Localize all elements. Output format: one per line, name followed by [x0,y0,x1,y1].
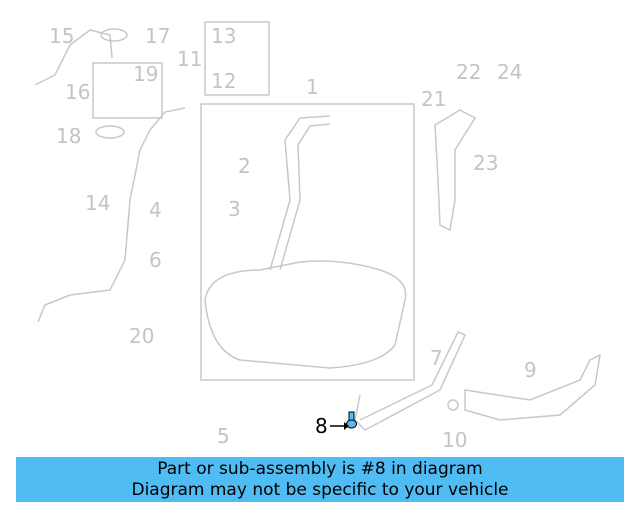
banner-line-2: Diagram may not be specific to your vehi… [131,480,509,500]
callout-12[interactable]: 12 [211,69,236,93]
callout-24[interactable]: 24 [497,60,522,84]
callout-17[interactable]: 17 [145,24,170,48]
callout-15[interactable]: 15 [49,24,74,48]
callout-3[interactable]: 3 [228,197,241,221]
callout-4[interactable]: 4 [149,198,162,222]
line-15-drawing [34,29,113,86]
callout-21[interactable]: 21 [421,87,446,111]
pump-box-16 [92,62,163,119]
shield-22-drawing [434,109,477,232]
info-banner: Part or sub-assembly is #8 in diagram Di… [16,457,624,502]
callout-8[interactable]: 8 [315,414,328,438]
callout-11[interactable]: 11 [177,47,202,71]
tank-outline-box [200,103,415,381]
callout-23[interactable]: 23 [473,151,498,175]
banner-line-1: Part or sub-assembly is #8 in diagram [157,459,483,479]
callout-20[interactable]: 20 [129,324,154,348]
shield-9-drawing [464,353,601,421]
callout-16[interactable]: 16 [65,80,90,104]
callout-19[interactable]: 19 [133,62,158,86]
callout-2[interactable]: 2 [238,154,251,178]
callout-22[interactable]: 22 [456,60,481,84]
fuel-tank-drawing [204,260,407,369]
callout-7[interactable]: 7 [430,346,443,370]
arrowhead-8 [344,422,349,430]
callout-9[interactable]: 9 [524,358,537,382]
fuel-line-14-drawing [37,107,186,323]
callout-10[interactable]: 10 [442,428,467,452]
filler-pipe-drawing [269,115,331,271]
callout-13[interactable]: 13 [211,24,236,48]
callout-14[interactable]: 14 [85,191,110,215]
cap-box-11 [204,21,270,96]
callout-5[interactable]: 5 [217,424,230,448]
callout-6[interactable]: 6 [149,248,162,272]
strap-7-drawing [354,331,466,431]
seal-17-drawing [100,28,128,42]
nut-10-drawing [447,399,459,411]
callout-18[interactable]: 18 [56,124,81,148]
callout-1[interactable]: 1 [306,75,319,99]
ring-18-drawing [95,125,125,139]
